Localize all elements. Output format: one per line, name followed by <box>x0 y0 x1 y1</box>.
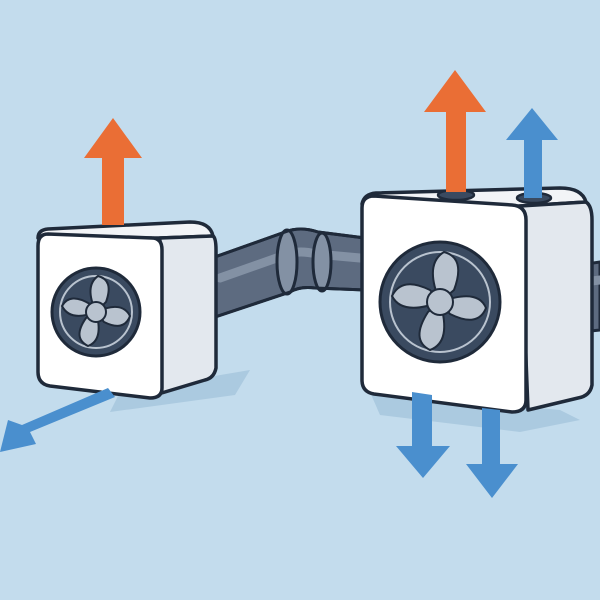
right-unit <box>360 186 594 414</box>
right-unit-exhaust-arrow <box>424 70 486 192</box>
right-unit-side <box>518 200 594 412</box>
left-unit-side <box>153 234 218 397</box>
right-unit-intake-arrow <box>506 108 558 198</box>
right-unit-down-arrow-2 <box>466 408 518 498</box>
airflow-arrows <box>0 70 558 498</box>
fan-icon <box>50 266 142 358</box>
left-unit-outflow-arrow <box>0 388 115 452</box>
duct-outline <box>211 227 366 320</box>
fan-hub <box>85 301 107 323</box>
fan-hub <box>426 288 454 316</box>
left-unit-exhaust-arrow <box>84 118 142 225</box>
right-unit-down-arrow-1 <box>396 392 450 478</box>
duct-joint-2 <box>311 231 333 293</box>
fan-blades <box>390 250 488 352</box>
fan-icon <box>378 240 502 364</box>
left-unit <box>36 220 218 400</box>
left-unit-shadow <box>110 370 250 412</box>
connecting-duct <box>210 227 367 321</box>
duct-joint-1 <box>275 228 299 296</box>
